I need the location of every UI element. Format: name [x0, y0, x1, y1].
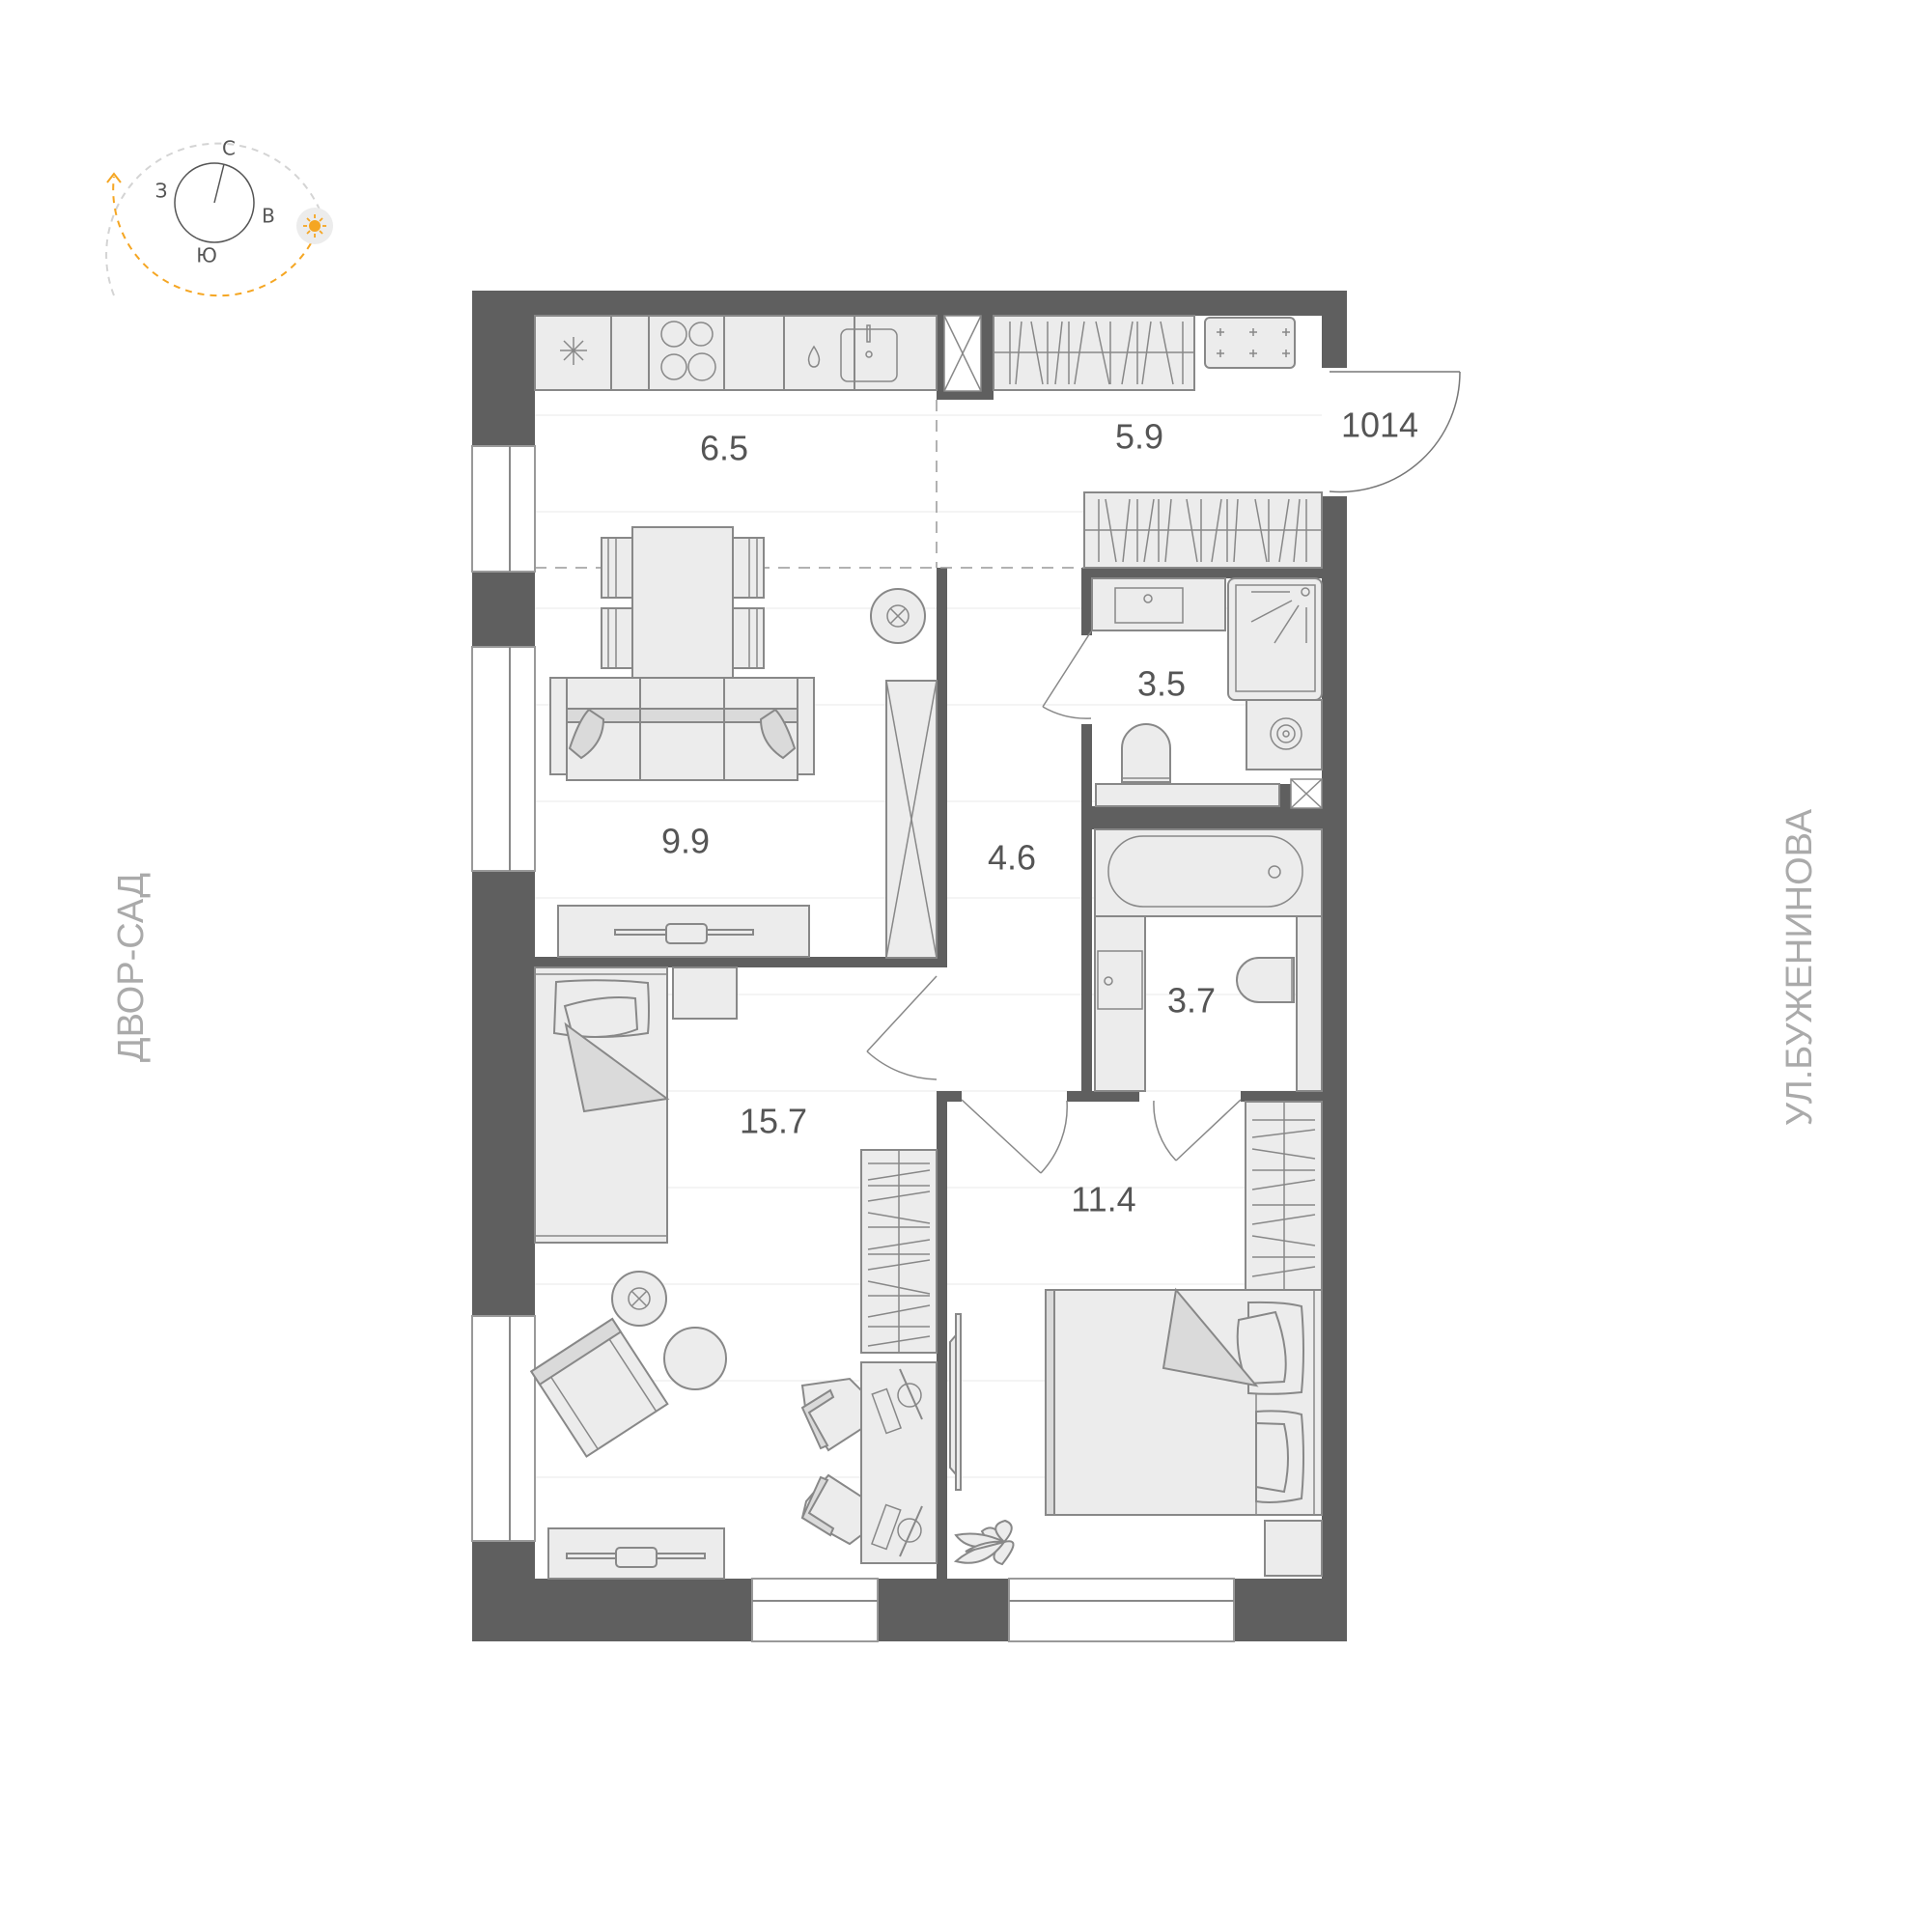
fridge-icon [560, 337, 587, 365]
room-labels: 6.5 5.9 9.9 4.6 3.5 3.7 15.7 11.4 [661, 417, 1216, 1219]
window-left-1 [471, 445, 536, 573]
side-label-left: ДВОР-САД [111, 873, 152, 1063]
entrance-door[interactable] [1322, 368, 1461, 496]
apartment-number: 1014 [1341, 406, 1418, 445]
bathtub-icon [1094, 828, 1323, 917]
room-area-kitchen: 6.5 [700, 429, 748, 468]
chair-icon [732, 607, 765, 669]
kitchen-counter [534, 315, 982, 392]
nightstand [672, 966, 738, 1020]
room-area-hall: 5.9 [1115, 417, 1163, 457]
bedroom-1-door[interactable] [866, 975, 938, 1080]
chair-icon [601, 607, 633, 669]
single-bed [534, 966, 670, 1244]
room-area-bedroom-2: 11.4 [1071, 1180, 1135, 1219]
ceiling-light-icon [870, 588, 926, 644]
wardrobe-top [993, 315, 1195, 391]
wardrobe-living [885, 680, 938, 959]
dishwasher-icon [807, 345, 821, 368]
sun-path-night [105, 142, 322, 296]
double-bed [1045, 1287, 1323, 1516]
compass-circle [174, 162, 255, 243]
arrow-icon [106, 172, 122, 183]
windows [471, 445, 1235, 1642]
window-bottom-1 [751, 1578, 879, 1642]
toilet-icon [1236, 957, 1295, 1003]
wardrobe-bedroom-2 [1245, 1101, 1323, 1291]
armchair [529, 1317, 669, 1458]
compass-needle [213, 163, 225, 204]
office-chair-icon [800, 1377, 862, 1452]
bedroom-2-door-right[interactable] [1153, 1099, 1242, 1162]
compass: С З В Ю [105, 137, 333, 297]
desk [860, 1361, 938, 1564]
office-chair-icon [800, 1473, 862, 1546]
chair-icon [732, 537, 765, 599]
tv-stand-living [557, 905, 810, 958]
washing-machine-icon [1246, 699, 1323, 770]
sink-icon [840, 324, 898, 382]
tv-wall [949, 1313, 962, 1491]
window-bottom-2 [1008, 1578, 1235, 1642]
washbasin-icon [1114, 587, 1184, 624]
bathroom-2-fixtures [1094, 828, 1323, 1092]
washbasin-icon [1097, 950, 1143, 1010]
bathroom-1-door[interactable] [1042, 630, 1092, 719]
toilet-icon [1121, 723, 1171, 783]
wardrobe-bedroom-1 [860, 1149, 938, 1354]
vent-shaft-bath [1290, 778, 1323, 809]
compass-south: Ю [196, 244, 217, 267]
compass-north: С [222, 137, 236, 160]
ceiling-light-icon [611, 1271, 667, 1327]
wardrobe-middle [1083, 491, 1323, 569]
window-left-3 [471, 1315, 536, 1542]
compass-west: З [155, 180, 168, 203]
tv-stand-bedroom-1 [547, 1527, 725, 1580]
bedroom-2-door-left[interactable] [961, 1099, 1068, 1174]
room-area-bedroom-1: 15.7 [740, 1102, 807, 1141]
hob-icon [1204, 317, 1296, 369]
room-area-corridor: 4.6 [988, 838, 1036, 878]
chair-icon [601, 537, 633, 599]
room-area-bathroom-2: 3.7 [1167, 981, 1216, 1021]
dining-table [601, 526, 765, 685]
compass-east: В [262, 205, 275, 228]
room-area-bathroom-1: 3.5 [1137, 664, 1186, 704]
nightstand [1264, 1520, 1323, 1577]
sun-path-day [112, 176, 312, 297]
plant-icon [953, 1519, 1015, 1566]
bathroom-1-fixtures [1091, 577, 1323, 809]
shower-icon [1227, 577, 1323, 701]
sofa [549, 677, 815, 781]
window-left-2 [471, 646, 536, 872]
stove-icon [660, 321, 716, 381]
room-area-living: 9.9 [661, 822, 710, 861]
side-label-right: УЛ.БУЖЕНИНОВА [1779, 808, 1820, 1126]
vent-shaft-kitchen [943, 315, 982, 392]
sun-icon [296, 208, 333, 244]
round-table [663, 1327, 727, 1390]
